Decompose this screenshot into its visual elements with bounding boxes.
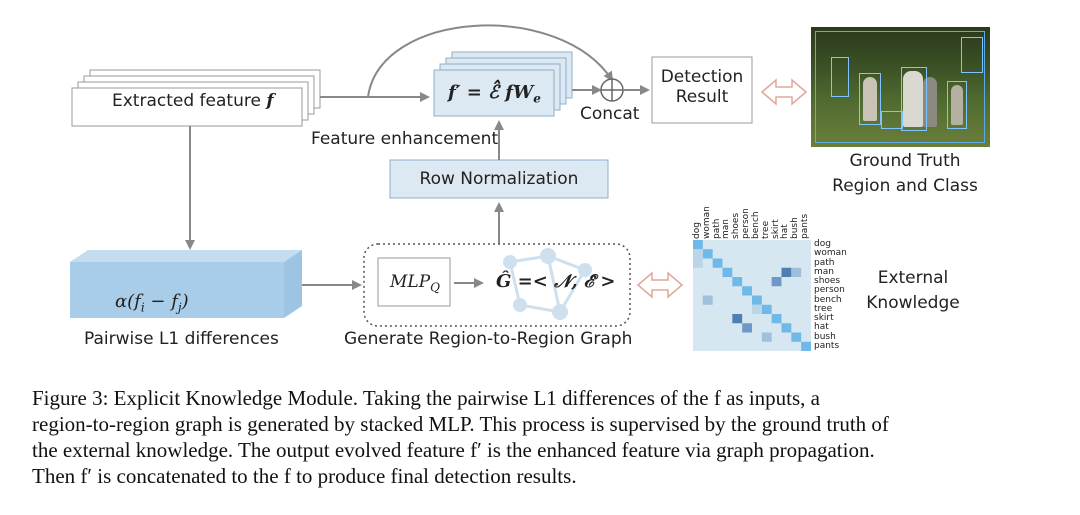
concat-label: Concat — [580, 104, 640, 124]
matrix-cell — [781, 267, 792, 277]
detection-result-label: Detection Result — [660, 67, 744, 108]
matrix-cell — [761, 332, 772, 342]
matrix-diagonal-cell — [702, 249, 713, 259]
caption-line: the external knowledge. The output evolv… — [32, 438, 875, 462]
matrix-row-label: dog — [814, 239, 831, 249]
figure-caption: Figure 3: Explicit Knowledge Module. Tak… — [32, 385, 1054, 489]
matrix-column-label: bench — [750, 211, 761, 239]
matrix-row-label: hat — [814, 322, 829, 333]
matrix-column-label: tree — [760, 220, 771, 239]
matrix-row-label: shoes — [814, 276, 841, 286]
feature-enhancement-label: Feature enhancement — [311, 129, 499, 149]
matrix-diagonal-cell — [693, 240, 703, 250]
detection-result-box — [651, 56, 753, 124]
external-knowledge-label: External Knowledge — [866, 268, 960, 314]
matrix-diagonal-cell — [771, 314, 782, 324]
matrix-column-label: woman — [701, 206, 712, 239]
matrix-column-label: hat — [780, 224, 791, 239]
caption-line: Figure 3: Explicit Knowledge Module. Tak… — [32, 386, 820, 410]
enhanced-feature-stack — [433, 51, 573, 117]
generate-graph-label: Generate Region-to-Region Graph — [344, 329, 633, 349]
arrow-skip-connection — [367, 24, 614, 98]
extracted-feature-label: Extracted feature f — [112, 91, 274, 111]
matrix-row-label: man — [814, 266, 834, 277]
caption-line: Then f′ is concatenated to the f to prod… — [32, 464, 577, 488]
double-arrow-graph-knowledge — [636, 271, 684, 299]
matrix-column-label: bush — [790, 217, 801, 239]
graph-network-icon — [503, 248, 592, 320]
mlp-label: MLPQ — [390, 272, 440, 295]
matrix-cell — [771, 277, 782, 287]
matrix-diagonal-cell — [801, 341, 811, 351]
matrix-row-label: pants — [814, 340, 840, 351]
matrix-column-label: dog — [691, 222, 702, 239]
matrix-diagonal-cell — [722, 267, 733, 277]
matrix-row-label: path — [814, 257, 835, 268]
matrix-cell — [791, 267, 802, 277]
pairwise-label: Pairwise L1 differences — [84, 329, 279, 349]
matrix-row-label: bench — [814, 294, 842, 305]
mlp-box — [377, 257, 451, 307]
matrix-diagonal-cell — [742, 286, 752, 296]
ground-truth-label: Ground Truth Region and Class — [832, 151, 978, 197]
enhanced-feature-formula: f′ = ℰ̂ fWe — [448, 82, 541, 106]
matrix-diagonal-cell — [791, 332, 802, 342]
matrix-column-label: shoes — [731, 212, 742, 239]
matrix-cell — [702, 295, 713, 305]
matrix-column-label: pants — [800, 213, 811, 239]
pairwise-slab — [70, 250, 302, 318]
matrix-cell — [693, 249, 703, 259]
matrix-row-label: bush — [814, 331, 836, 342]
matrix-column-label: man — [721, 219, 732, 239]
row-normalization-box — [389, 159, 609, 199]
graph-formula: Ĝ =< 𝒩, ℰ̂ > — [496, 271, 616, 292]
concat-plus-icon — [600, 78, 624, 102]
diagram-canvas — [70, 24, 808, 327]
double-arrow-detection-groundtruth — [760, 78, 808, 106]
matrix-row-label: tree — [814, 303, 833, 314]
pairwise-formula: α(fi − fj) — [115, 291, 189, 315]
knowledge-module-diagram: Extracted feature f f′ = ℰ̂ fWe Feature … — [70, 24, 990, 351]
matrix-column-label: person — [741, 208, 752, 239]
matrix-cell — [732, 314, 743, 324]
matrix-cell — [693, 258, 703, 268]
extracted-feature-stack — [71, 69, 321, 127]
row-normalization-label: Row Normalization — [419, 169, 579, 189]
matrix-diagonal-cell — [732, 277, 743, 287]
knowledge-matrix — [693, 240, 811, 351]
caption-line: region-to-region graph is generated by s… — [32, 412, 889, 436]
matrix-diagonal-cell — [761, 304, 772, 314]
matrix-diagonal-cell — [712, 258, 723, 268]
matrix-diagonal-cell — [781, 323, 792, 333]
matrix-cell — [742, 323, 752, 333]
matrix-row-label: woman — [814, 248, 847, 259]
matrix-cell — [752, 304, 762, 314]
matrix-row-label: skirt — [814, 313, 834, 323]
matrix-row-label: person — [814, 285, 845, 296]
matrix-diagonal-cell — [752, 295, 762, 305]
ground-truth-photo — [811, 27, 990, 147]
